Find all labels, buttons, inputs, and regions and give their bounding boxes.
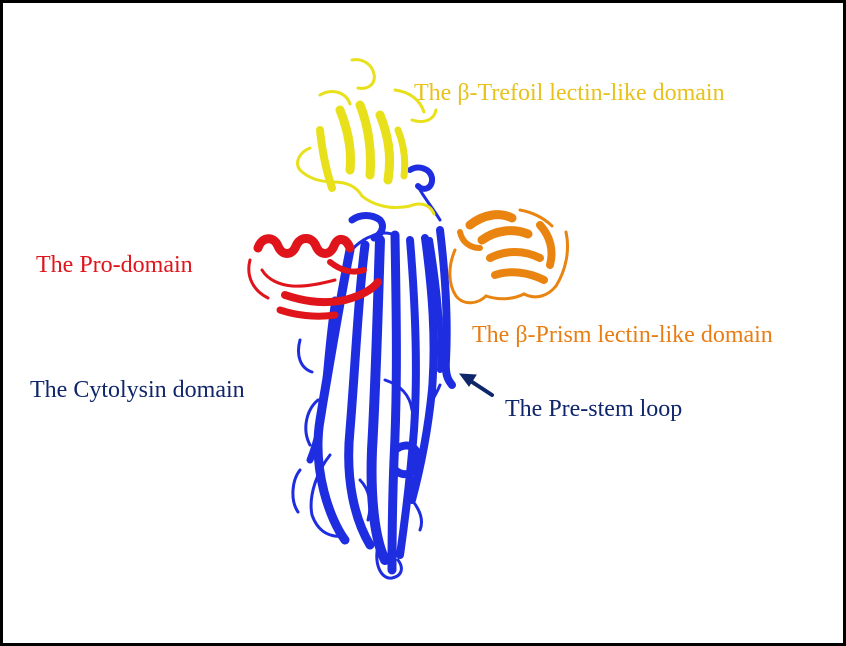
cytolysin-domain-label: The Cytolysin domain — [30, 378, 245, 402]
prism-domain — [450, 210, 568, 303]
prism-domain-label: The β-Prism lectin-like domain — [472, 323, 773, 347]
trefoil-domain-label: The β-Trefoil lectin-like domain — [414, 81, 725, 105]
cytolysin-domain — [293, 168, 452, 579]
prestem-loop-label: The Pre-stem loop — [505, 397, 682, 421]
arrow-up-left-icon — [460, 374, 492, 395]
pro-domain-label: The Pro-domain — [36, 253, 193, 277]
